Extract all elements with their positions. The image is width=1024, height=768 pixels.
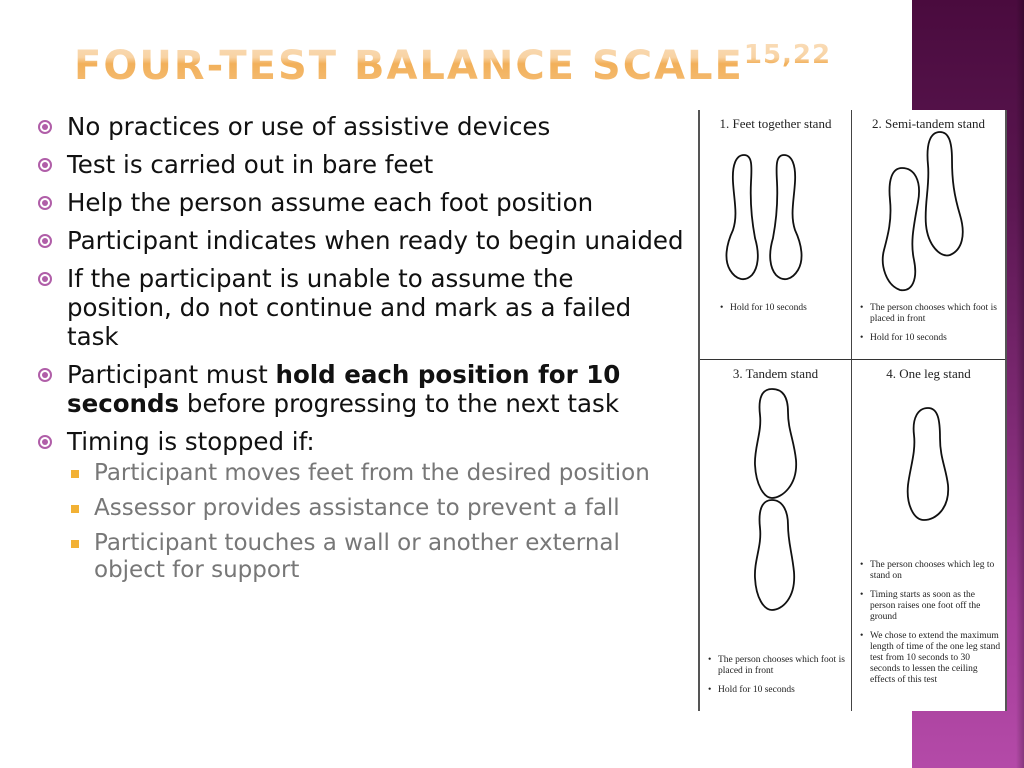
bullet-item: Test is carried out in bare feet [36, 150, 686, 179]
circle-bullet-icon [38, 120, 52, 134]
bullet-text: Test is carried out in bare feet [67, 150, 434, 179]
panel-note: The person chooses which foot is placed … [858, 303, 1001, 325]
bullet-list: No practices or use of assistive devices… [36, 112, 686, 593]
panel-note: Hold for 10 seconds [718, 303, 847, 314]
sub-bullet-text: Assessor provides assistance to prevent … [94, 495, 620, 521]
panel-title: 4. One leg stand [886, 366, 971, 381]
bullet-text: Help the person assume each foot positio… [67, 188, 594, 217]
feet-together-icon [725, 154, 803, 281]
tandem-feet-icon [754, 388, 797, 611]
bullet-item: No practices or use of assistive devices [36, 112, 686, 141]
bullet-text: before progressing to the next task [179, 389, 620, 418]
circle-bullet-icon [38, 196, 52, 210]
bullet-emphasis: hold each position for 10 seconds [67, 360, 621, 418]
sub-bullet-item: Participant moves feet from the desired … [66, 460, 686, 487]
bullet-item: Participant must hold each position for … [36, 360, 686, 418]
bullet-text: Participant must [67, 360, 276, 389]
panel-title: 1. Feet together stand [719, 116, 832, 131]
bullet-item: Participant indicates when ready to begi… [36, 226, 686, 255]
sub-bullet-item: Assessor provides assistance to prevent … [66, 495, 686, 522]
panel-note: Hold for 10 seconds [858, 333, 1001, 344]
circle-bullet-icon [38, 234, 52, 248]
bullet-item: Help the person assume each foot positio… [36, 188, 686, 217]
panel-tandem: 3. Tandem stand The person chooses which… [700, 359, 852, 711]
panel-feet-together: 1. Feet together stand Hold for 10 secon… [700, 110, 852, 359]
square-bullet-icon [71, 505, 79, 513]
title-text: FOUR-TEST BALANCE SCALE [74, 43, 744, 89]
sub-bullet-item: Participant touches a wall or another ex… [66, 530, 686, 584]
panel-notes: Hold for 10 seconds [718, 303, 847, 322]
circle-bullet-icon [38, 272, 52, 286]
sub-bullet-list: Participant moves feet from the desired … [67, 460, 686, 584]
panel-notes: The person chooses which foot is placed … [858, 303, 1001, 352]
circle-bullet-icon [38, 158, 52, 172]
panel-note: Timing starts as soon as the person rais… [858, 590, 1001, 623]
circle-bullet-icon [38, 435, 52, 449]
sub-bullet-text: Participant touches a wall or another ex… [94, 530, 620, 583]
panel-title: 2. Semi-tandem stand [871, 116, 985, 131]
title-citation: 15,22 [743, 40, 832, 70]
panel-note: The person chooses which foot is placed … [706, 655, 847, 677]
foot-positions-figure: 1. Feet together stand Hold for 10 secon… [698, 110, 1007, 711]
one-leg-foot-icon [906, 407, 949, 521]
semi-tandem-feet-icon [881, 131, 964, 292]
square-bullet-icon [71, 470, 79, 478]
panel-semi-tandem: 2. Semi-tandem stand The person chooses … [852, 110, 1005, 359]
bullet-text: If the participant is unable to assume t… [67, 264, 632, 351]
panel-note: We chose to extend the maximum length of… [858, 631, 1001, 686]
bullet-item: If the participant is unable to assume t… [36, 264, 686, 351]
panel-note: Hold for 10 seconds [706, 685, 847, 696]
bullet-text: No practices or use of assistive devices [67, 112, 551, 141]
bullet-text: Participant indicates when ready to begi… [67, 226, 684, 255]
panel-one-leg: 4. One leg stand The person chooses whic… [852, 359, 1005, 711]
bullet-text: Timing is stopped if: [67, 427, 315, 456]
panel-notes: The person chooses which leg to stand on… [858, 560, 1001, 694]
slide-title: FOUR-TEST BALANCE SCALE15,22 [74, 28, 831, 93]
sub-bullet-text: Participant moves feet from the desired … [94, 460, 650, 486]
panel-notes: The person chooses which foot is placed … [706, 655, 847, 704]
bullet-item: Timing is stopped if: Participant moves … [36, 427, 686, 584]
square-bullet-icon [71, 540, 79, 548]
panel-note: The person chooses which leg to stand on [858, 560, 1001, 582]
panel-title: 3. Tandem stand [732, 366, 819, 381]
circle-bullet-icon [38, 368, 52, 382]
